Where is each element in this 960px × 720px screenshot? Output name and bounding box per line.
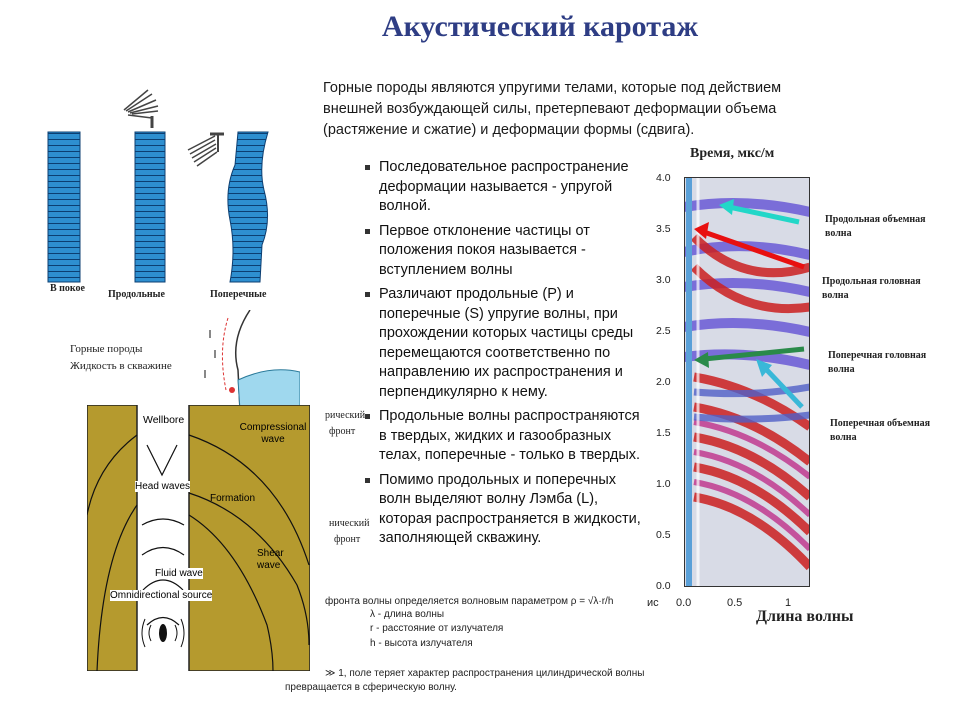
y-tick: 0.5 bbox=[656, 529, 671, 541]
deformation-columns-figure bbox=[47, 89, 269, 283]
shear-label: Shear wave bbox=[257, 548, 284, 571]
head-waves-label: Head waves bbox=[135, 481, 191, 492]
x-tick: 1 bbox=[785, 597, 792, 609]
formula-line: ≫ 1, поле теряет характер распространени… bbox=[325, 668, 645, 679]
rest-column bbox=[47, 131, 81, 283]
y-tick: 0.0 bbox=[656, 580, 671, 592]
bullet-item: Продольные волны распространяются в твер… bbox=[365, 407, 650, 466]
front-label-fragment: фронт bbox=[334, 534, 361, 545]
x-tick: 0.5 bbox=[727, 597, 743, 609]
y-tick: 2.0 bbox=[656, 376, 671, 388]
formula-line: λ - длина волны bbox=[370, 609, 445, 620]
page-title: Акустический каротаж bbox=[381, 10, 699, 43]
compressional-label: Compressional wave bbox=[239, 422, 307, 445]
formula-line: фронта волны определяется волновым парам… bbox=[325, 596, 614, 607]
bullet-item: Первое отклонение частицы от положения п… bbox=[365, 222, 650, 281]
front-label-fragment: фронт bbox=[329, 426, 356, 437]
arrow-p-body bbox=[728, 204, 800, 225]
x-axis-lead: ис bbox=[647, 597, 659, 609]
wave-arrows bbox=[694, 199, 805, 409]
arrow-s-head bbox=[703, 346, 805, 362]
bullet-item: Последовательное распространение деформа… bbox=[365, 158, 650, 217]
fluid-label: Жидкость в скважине bbox=[70, 360, 172, 372]
rocks-label: Горные породы bbox=[70, 343, 143, 355]
longitudinal-label: Продольные bbox=[108, 289, 165, 300]
source-label: Omnidirectional source bbox=[110, 590, 213, 601]
front-label-fragment: нический bbox=[329, 518, 370, 529]
wave-propagation-diagram bbox=[87, 405, 310, 671]
chart-x-title: Длина волны bbox=[756, 608, 854, 625]
x-tick: 0.0 bbox=[676, 597, 692, 609]
bullet-list: Последовательное распространение деформа… bbox=[365, 158, 650, 554]
transverse-column bbox=[227, 131, 269, 283]
borehole-sketch bbox=[204, 310, 300, 410]
formula-line: h - высота излучателя bbox=[370, 638, 473, 649]
bullet-item: Помимо продольных и поперечных волн выде… bbox=[365, 471, 650, 549]
y-tick: 3.5 bbox=[656, 223, 671, 235]
wave-label-s-head: Поперечная головная волна bbox=[828, 350, 927, 375]
arrow-s-body bbox=[762, 365, 804, 409]
formula-line: r - расстояние от излучателя bbox=[370, 623, 504, 634]
hammer-fan-icon bbox=[187, 132, 224, 167]
y-tick: 4.0 bbox=[656, 172, 671, 184]
wave-label-s-volume: Поперечная объемная волна bbox=[830, 418, 931, 443]
formation-label: Formation bbox=[210, 493, 256, 504]
formula-line: превращается в сферическую волну. bbox=[285, 682, 457, 693]
wave-label-p-volume: Продольная объемная волна bbox=[825, 214, 926, 239]
fluid-wave-label: Fluid wave bbox=[155, 568, 203, 579]
y-tick: 2.5 bbox=[656, 325, 671, 337]
wellbore-label: Wellbore bbox=[143, 414, 185, 426]
rest-label: В покое bbox=[50, 283, 85, 294]
bullet-item: Различают продольные (P) и поперечные (S… bbox=[365, 285, 650, 402]
y-tick: 1.0 bbox=[656, 478, 671, 490]
intro-text: Горные породы являются упругими телами, … bbox=[323, 80, 782, 138]
waveform-frame bbox=[684, 177, 810, 587]
waveform-panel bbox=[684, 177, 810, 587]
y-tick: 1.5 bbox=[656, 427, 671, 439]
transverse-label: Поперечные bbox=[210, 289, 267, 300]
hammer-fan-icon bbox=[123, 89, 159, 128]
y-tick: 3.0 bbox=[656, 274, 671, 286]
front-label-fragment: рический bbox=[325, 410, 366, 421]
arrow-p-head bbox=[703, 229, 805, 270]
chart-y-title: Время, мкс/м bbox=[690, 146, 775, 161]
longitudinal-column bbox=[134, 131, 166, 283]
wave-label-p-head: Продольная головная волна bbox=[822, 276, 921, 301]
